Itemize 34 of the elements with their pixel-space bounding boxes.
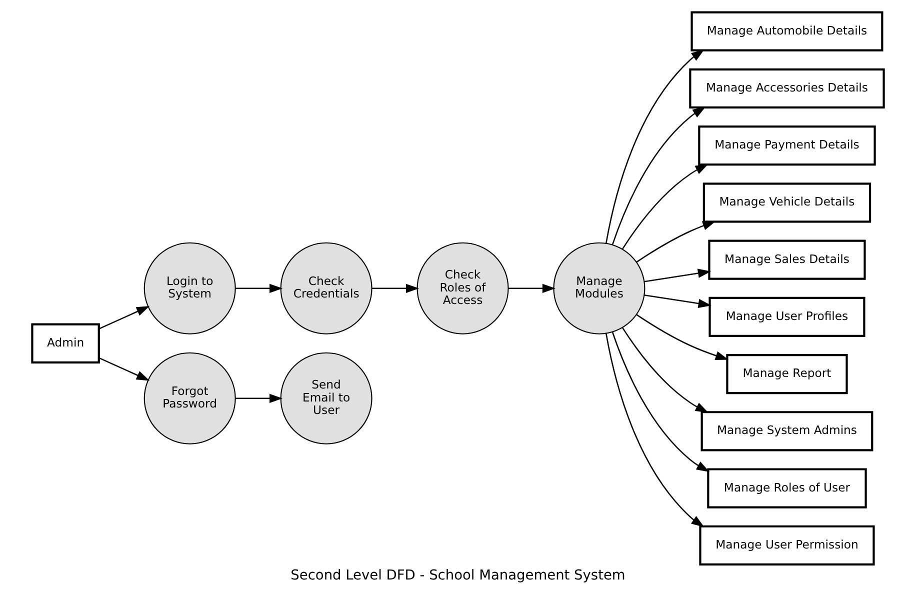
arrow	[508, 284, 556, 293]
node-box: Manage System Admins	[700, 411, 874, 452]
node-box: Manage Sales Details	[708, 240, 866, 280]
node-circle: Login to System	[144, 242, 236, 334]
arrow	[98, 357, 150, 381]
arrow	[622, 164, 708, 250]
arrow	[612, 106, 706, 245]
diagram-title: Second Level DFD - School Management System	[290, 568, 626, 584]
arrow	[98, 306, 150, 330]
node-box: Manage User Profiles	[708, 296, 866, 338]
node-box: Admin	[31, 323, 100, 364]
arrow	[606, 334, 704, 528]
node-box: Manage Automobile Details	[690, 11, 884, 52]
node-box: Manage Payment Details	[698, 125, 876, 166]
node-circle: Check Credentials	[280, 242, 372, 334]
node-box: Manage Vehicle Details	[702, 182, 872, 223]
node-circle: Send Email to User	[280, 352, 372, 444]
node-circle: Manage Modules	[553, 242, 646, 334]
node-box: Manage User Permission	[699, 525, 875, 566]
node-box: Manage Accessories Details	[689, 68, 885, 109]
arrow	[636, 221, 716, 263]
arrow	[606, 49, 704, 244]
arrow	[622, 327, 708, 413]
node-box: Manage Roles of User	[707, 468, 867, 508]
node-circle: Check Roles of Access	[416, 242, 509, 334]
arrow	[236, 284, 283, 293]
arrow	[644, 268, 712, 282]
node-circle: Forgot Password	[144, 352, 236, 444]
arrow	[612, 332, 710, 472]
node-box: Manage Report	[726, 354, 848, 394]
arrow	[236, 394, 283, 403]
arrow	[636, 314, 729, 360]
arrow	[372, 284, 420, 293]
arrow	[644, 294, 712, 308]
